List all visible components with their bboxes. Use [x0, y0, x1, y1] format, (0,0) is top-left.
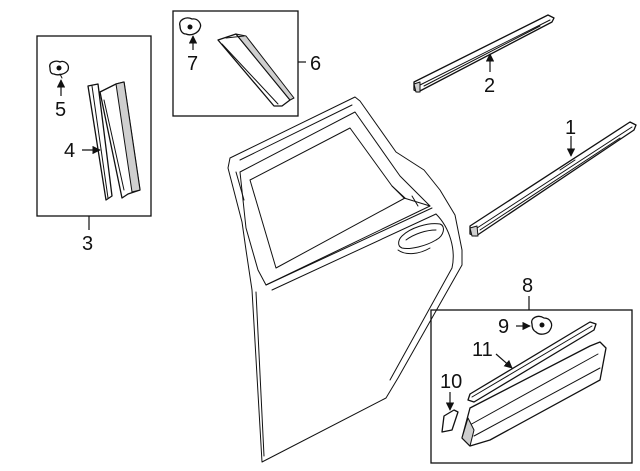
leader-11: [495, 353, 513, 369]
rear-door: [227, 96, 463, 463]
box-3: [36, 35, 152, 217]
callout-4: 4: [64, 140, 75, 162]
callout-10: 10: [440, 371, 462, 393]
part-4-pillar-trim: [87, 81, 141, 201]
part-10-pad: [441, 409, 459, 433]
callout-8: 8: [522, 275, 533, 297]
callout-3: 3: [82, 233, 93, 255]
box-8: [430, 309, 633, 464]
callout-5: 5: [55, 99, 66, 121]
callout-7: 7: [187, 53, 198, 75]
part-1-moulding: [469, 121, 637, 237]
part-9-clip: [531, 315, 553, 335]
callout-11: 11: [472, 339, 493, 361]
box-6: [172, 10, 299, 117]
part-7-clip: [179, 17, 202, 36]
part-5-clip: [49, 60, 70, 79]
part-11-door-moulding: [461, 321, 607, 447]
part-6-applique: [217, 33, 295, 107]
callout-1: 1: [565, 117, 576, 139]
part-2-moulding: [413, 14, 555, 93]
callout-2: 2: [484, 75, 495, 97]
callout-6: 6: [310, 53, 321, 75]
callout-9: 9: [498, 316, 509, 338]
